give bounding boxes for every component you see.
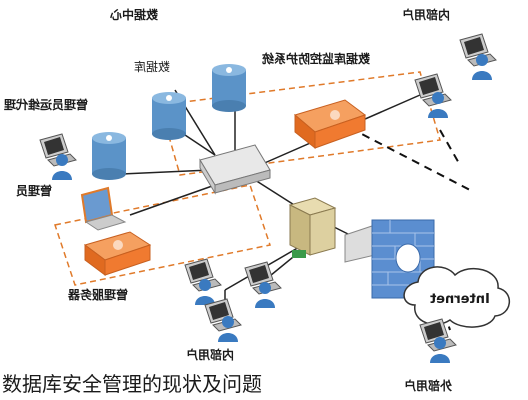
user-workstation-icon bbox=[244, 261, 282, 308]
database-icon-3 bbox=[92, 132, 126, 180]
server-icon bbox=[288, 197, 337, 258]
user-workstation-icon bbox=[414, 73, 452, 118]
label-admin: 管理员 bbox=[16, 184, 53, 198]
label-db-audit-system: 数据库监控防护系统 bbox=[262, 52, 371, 66]
user-workstation-icon bbox=[204, 298, 242, 342]
label-internal-user-top: 内部用户 bbox=[402, 8, 451, 22]
caption: 数据库安全管理的现状及问题 bbox=[2, 372, 262, 396]
user-workstation-icon bbox=[419, 318, 457, 363]
label-internal-user-bottom: 内部用户 bbox=[186, 348, 235, 362]
network-switch-icon bbox=[199, 144, 271, 195]
user-workstation-icon bbox=[459, 33, 497, 80]
label-internet: Internet bbox=[430, 292, 490, 307]
laptop-icon bbox=[80, 186, 127, 231]
label-data-center: 数据中心 bbox=[110, 8, 159, 22]
database-icon-2 bbox=[212, 64, 246, 112]
admin-server-zone bbox=[54, 184, 271, 286]
user-workstation-icon bbox=[184, 258, 222, 305]
user-workstation-icon bbox=[39, 133, 77, 180]
admin-server-appliance-icon bbox=[83, 231, 152, 276]
db-monitor-zone bbox=[159, 71, 441, 176]
internet-cloud-icon bbox=[403, 266, 510, 328]
firewall-icon bbox=[344, 219, 435, 299]
label-admin-server: 管理服务器 bbox=[68, 288, 129, 302]
db-monitor-appliance-icon bbox=[293, 99, 367, 150]
label-external-user: 外部用户 bbox=[404, 379, 453, 393]
label-database: 数据库 bbox=[134, 60, 171, 74]
database-icon bbox=[152, 92, 186, 140]
label-admin-proxy: 管理员运维代理 bbox=[4, 98, 89, 112]
